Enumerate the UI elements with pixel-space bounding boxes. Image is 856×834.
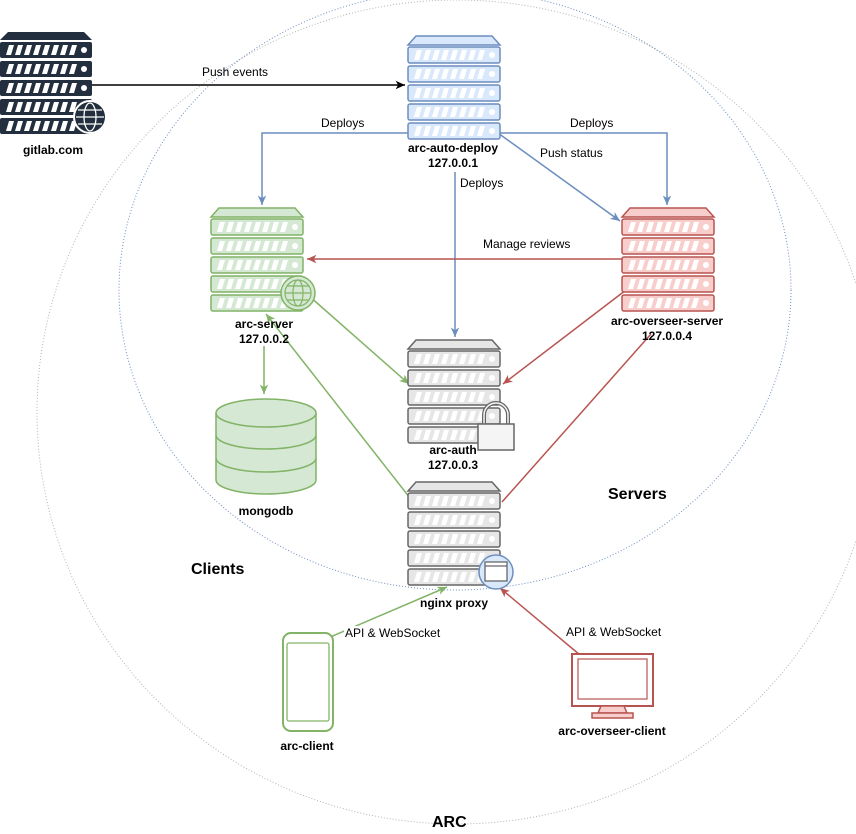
edge-label-push-events: Push events — [202, 65, 269, 79]
edge-deploys-server — [257, 132, 408, 205]
edge-overseer-client-nginx — [499, 587, 581, 656]
edge-push-status — [497, 132, 621, 222]
mongodb-icon — [215, 398, 317, 495]
edge-server-auth — [299, 287, 410, 385]
phone-icon — [282, 632, 334, 732]
nginx-proxy-badge-icon — [478, 554, 514, 590]
edge-deploys-overseer — [500, 132, 672, 205]
arc-auth-lock-icon — [477, 401, 515, 451]
arc-region-label: ARC — [432, 814, 467, 831]
arc-overseer-client-label: arc-overseer-client — [558, 724, 666, 738]
arc-auth-server-icon — [406, 339, 502, 444]
edge-label-deploys-down: Deploys — [460, 176, 504, 190]
arc-server-server-icon — [209, 207, 305, 312]
nginx-proxy-server-icon — [406, 481, 502, 586]
servers-region-label: Servers — [608, 486, 667, 503]
arc-client-label: arc-client — [280, 739, 334, 753]
gitlab-server-icon — [0, 32, 92, 134]
edge-label-api-client: API & WebSocket — [344, 626, 442, 640]
edge-label-deploys-right: Deploys — [570, 116, 614, 130]
arc-overseer-server-server-icon — [620, 207, 716, 312]
clients-region-label: Clients — [191, 561, 245, 578]
mongodb-label: mongodb — [238, 504, 294, 518]
edge-label-push-status: Push status — [540, 146, 603, 160]
edges — [92, 80, 672, 656]
edge-nginx-overseer — [501, 333, 652, 503]
edge-label-api-overseer: API & WebSocket — [565, 625, 663, 639]
edge-overseer-auth — [502, 289, 627, 385]
arc-server-globe-icon — [280, 275, 316, 311]
servers-region-ellipse — [118, 0, 792, 591]
edge-label-deploys-left: Deploys — [321, 116, 365, 130]
gitlab-label: gitlab.com — [22, 143, 84, 157]
arc-auto-deploy-server-icon — [406, 35, 502, 140]
edge-nginx-server — [265, 313, 411, 499]
monitor-icon — [571, 653, 654, 719]
gitlab-globe-icon — [73, 100, 107, 134]
nginx-proxy-label: nginx proxy — [419, 596, 489, 610]
edge-label-manage-reviews: Manage reviews — [483, 237, 571, 251]
